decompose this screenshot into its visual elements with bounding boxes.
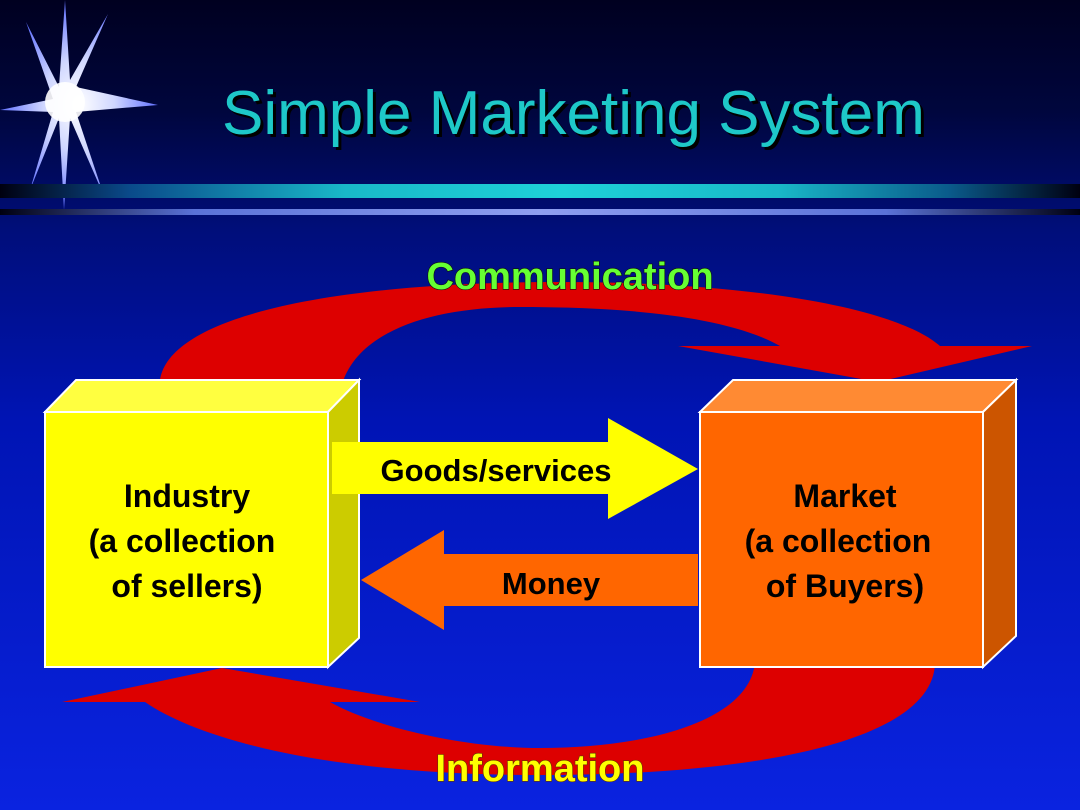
industry-sublabel-line2: of sellers) <box>111 568 262 604</box>
communication-label: Communication <box>426 256 713 298</box>
title-divider-thin <box>0 209 1080 215</box>
money-arrow <box>361 530 698 630</box>
money-label: Money <box>502 566 601 601</box>
slide-title: Simple Marketing System <box>222 79 925 148</box>
industry-box <box>42 377 362 670</box>
starburst-icon <box>0 0 158 210</box>
market-label: Market <box>793 478 897 514</box>
market-box <box>697 377 1019 670</box>
communication-arrow <box>159 282 1033 392</box>
industry-sublabel-line1: (a collection <box>89 523 276 559</box>
market-sublabel-line1: (a collection <box>745 523 932 559</box>
title-divider <box>0 184 1080 198</box>
information-label: Information <box>436 748 645 790</box>
goods-services-arrow <box>332 418 698 519</box>
information-arrow <box>62 662 935 775</box>
goods-services-label: Goods/services <box>381 453 612 488</box>
industry-label: Industry <box>124 478 250 514</box>
market-sublabel-line2: of Buyers) <box>766 568 924 604</box>
